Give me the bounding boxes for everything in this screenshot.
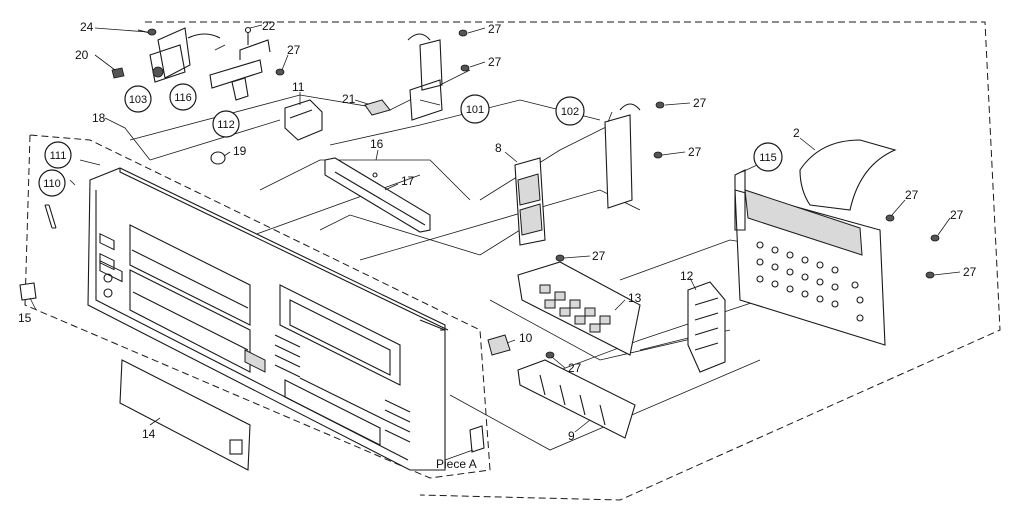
label-2: 2 xyxy=(793,126,800,140)
part-115-board xyxy=(734,169,886,346)
part-112 xyxy=(231,77,249,101)
svg-text:101: 101 xyxy=(466,104,484,116)
label-27-b: 27 xyxy=(488,55,502,69)
label-11: 11 xyxy=(292,80,305,94)
label-20: 20 xyxy=(75,48,89,62)
part-17-bar xyxy=(324,157,431,233)
label-16: 16 xyxy=(370,137,384,151)
svg-text:103: 103 xyxy=(129,94,147,106)
label-18: 18 xyxy=(92,111,106,125)
circled-label-111: 111 xyxy=(44,141,72,169)
part-110-spring xyxy=(44,204,57,229)
part-9 xyxy=(517,359,636,439)
label-27-c: 27 xyxy=(287,43,301,57)
svg-text:116: 116 xyxy=(174,92,192,104)
circled-label-112: 112 xyxy=(212,110,240,138)
label-27-h: 27 xyxy=(963,265,977,279)
label-22: 22 xyxy=(262,19,276,33)
screws xyxy=(147,28,940,359)
label-27-i: 27 xyxy=(592,249,606,263)
part-12 xyxy=(687,281,726,373)
part-21 xyxy=(364,99,391,116)
panel-buttons xyxy=(99,232,411,446)
assembly-boundary xyxy=(145,21,1001,501)
label-21: 21 xyxy=(342,92,356,106)
label-24: 24 xyxy=(80,20,94,34)
circled-label-110: 110 xyxy=(38,169,66,197)
label-27-j: 27 xyxy=(568,361,582,375)
piece-a-clip xyxy=(469,425,485,453)
label-15: 15 xyxy=(18,311,32,325)
part-102 xyxy=(604,114,633,209)
circled-label-101: 101 xyxy=(460,94,490,124)
label-piece-a: Piece A xyxy=(436,457,477,471)
part-11 xyxy=(284,99,323,141)
leader-lines xyxy=(29,24,961,461)
svg-text:115: 115 xyxy=(759,152,777,164)
label-27-g: 27 xyxy=(950,208,964,222)
piece-a-boundary xyxy=(24,134,491,479)
label-14: 14 xyxy=(142,427,156,441)
circled-label-103: 103 xyxy=(124,85,152,113)
circled-label-115: 115 xyxy=(753,142,783,172)
label-27-f: 27 xyxy=(905,188,919,202)
label-10: 10 xyxy=(519,331,533,345)
part-15 xyxy=(19,282,37,301)
svg-text:112: 112 xyxy=(217,119,235,131)
label-27-e: 27 xyxy=(688,145,702,159)
label-12: 12 xyxy=(680,269,694,283)
part-14-tab xyxy=(229,439,243,455)
svg-text:110: 110 xyxy=(43,178,61,190)
part-19-knob xyxy=(210,151,226,165)
part-10 xyxy=(487,334,511,356)
label-17: 17 xyxy=(401,174,415,188)
svg-text:102: 102 xyxy=(561,106,579,118)
circled-label-116: 116 xyxy=(169,83,197,111)
part-14-faceplate xyxy=(119,359,251,471)
label-27-d: 27 xyxy=(693,96,707,110)
switch-bracket-assembly xyxy=(111,26,271,89)
front-panel xyxy=(87,167,449,471)
label-9: 9 xyxy=(568,429,575,443)
label-19: 19 xyxy=(233,144,247,158)
label-8: 8 xyxy=(495,141,502,155)
part-2-ribbon xyxy=(799,139,897,211)
part-101 xyxy=(409,79,443,121)
svg-text:111: 111 xyxy=(50,150,67,162)
label-13: 13 xyxy=(628,291,642,305)
circled-label-102: 102 xyxy=(555,96,585,126)
label-27-a: 27 xyxy=(488,22,502,36)
